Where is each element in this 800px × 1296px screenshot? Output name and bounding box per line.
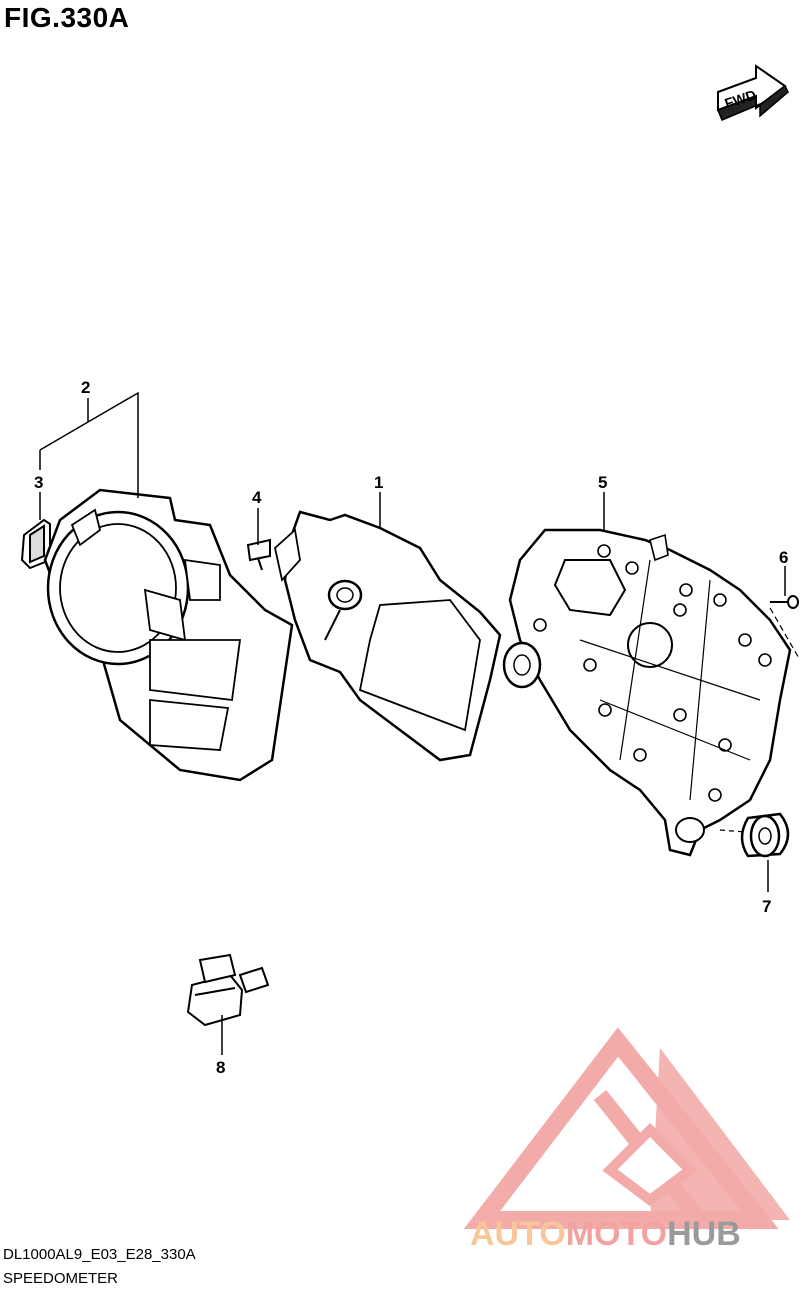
callout-7: 7: [762, 897, 771, 916]
callout-6: 6: [779, 548, 788, 567]
callout-8: 8: [216, 1058, 225, 1077]
footer-name: SPEEDOMETER: [3, 1270, 119, 1287]
part-1-meter-assembly: [274, 510, 502, 762]
watermark-logo: [463, 1027, 790, 1229]
callout-2: 2: [81, 378, 90, 397]
watermark-moto: MOTO: [566, 1215, 667, 1253]
watermark-hub: HUB: [667, 1215, 741, 1253]
leader-lines: [39, 391, 786, 1055]
callout-1: 1: [374, 473, 383, 492]
watermark-auto: AUTO: [470, 1215, 566, 1253]
part-8-connector: [186, 953, 270, 1027]
figure-title: FIG.330A: [4, 2, 130, 33]
part-4-bracket: [246, 538, 271, 571]
part-3-clip: [20, 518, 51, 570]
part-5-rear-case: [502, 528, 792, 857]
part-7-grommet: [719, 812, 790, 858]
footer-code: DL1000AL9_E03_E28_330A: [3, 1246, 196, 1263]
fwd-arrow-icon: FWD: [717, 64, 789, 121]
callout-3: 3: [34, 473, 43, 492]
part-6-screw: [769, 595, 800, 661]
callout-5: 5: [598, 473, 607, 492]
svg-text:AUTOMOTOHUB: AUTOMOTOHUB: [470, 1215, 741, 1253]
callout-4: 4: [252, 488, 262, 507]
part-2-front-cover: [43, 488, 294, 782]
